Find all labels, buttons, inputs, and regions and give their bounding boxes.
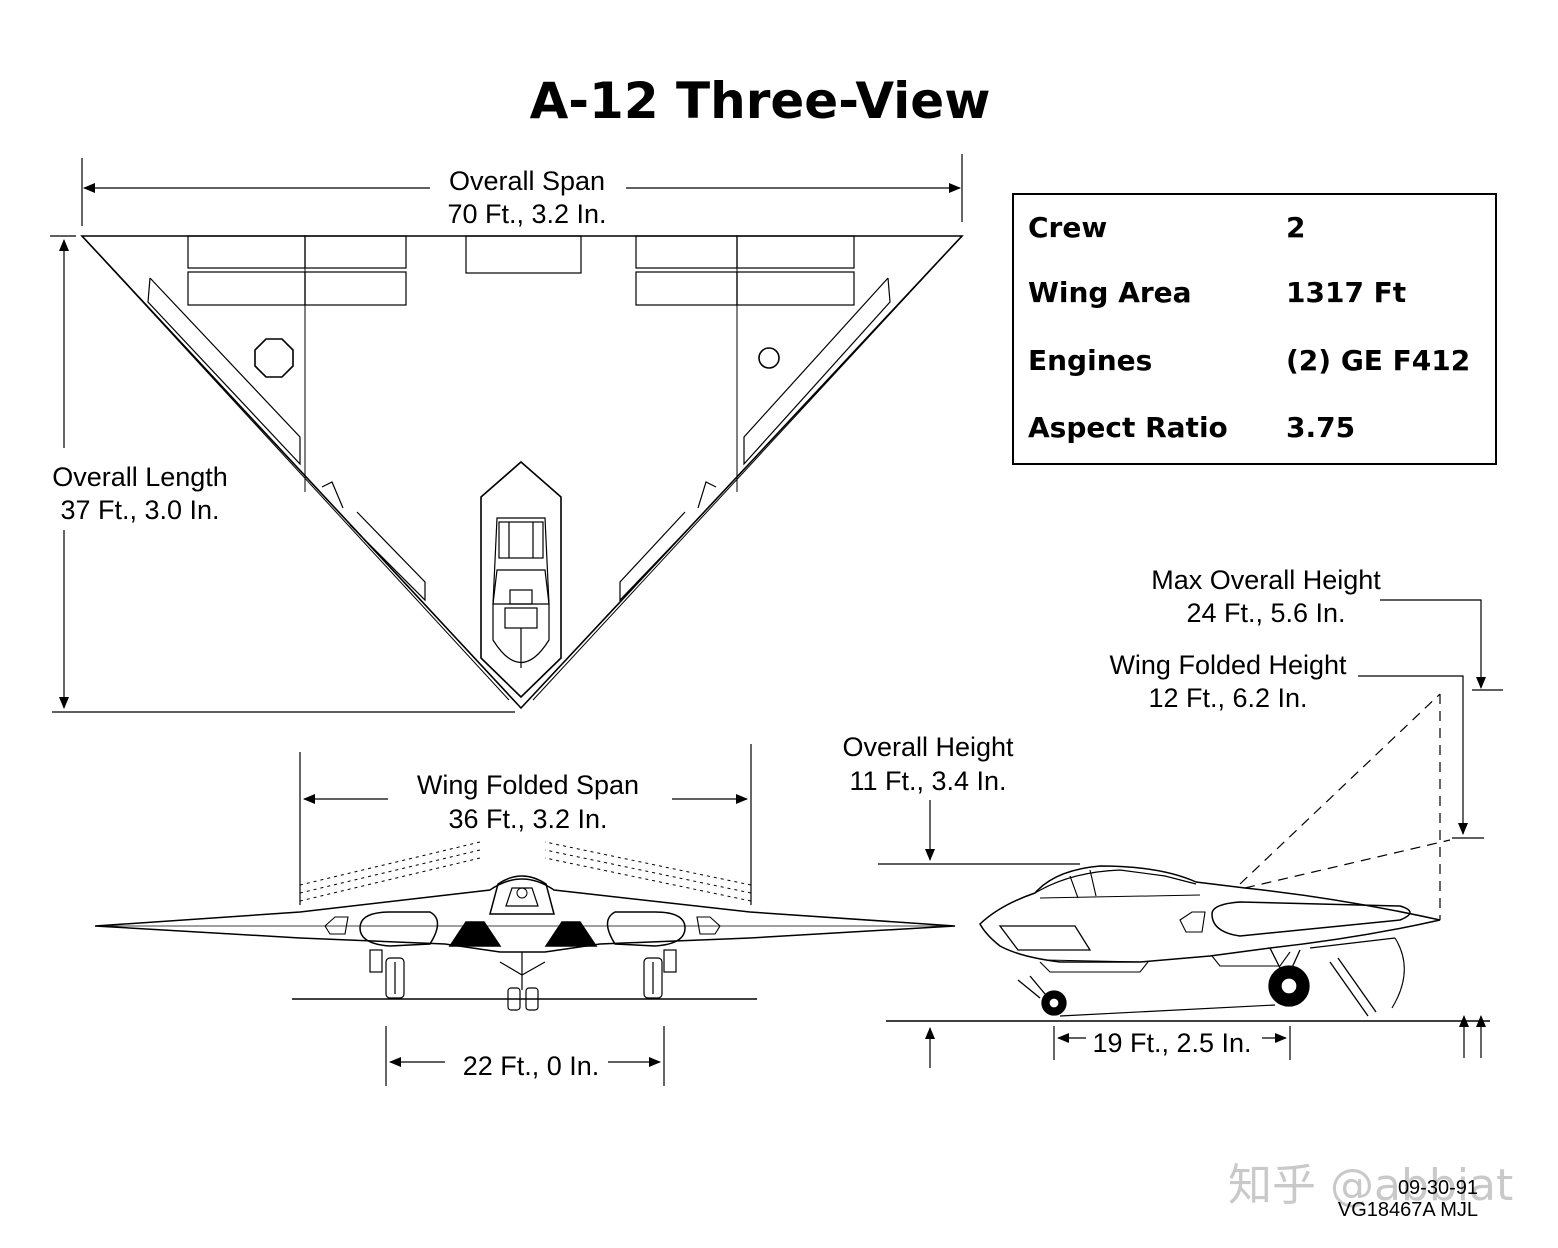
wing-folded-span-label: Wing Folded Span <box>417 770 639 800</box>
side-tail-hook <box>1309 937 1405 1017</box>
max-height-leader <box>1380 599 1486 689</box>
spec-value-engines: (2) GE F412 <box>1286 344 1470 377</box>
overall-span-label: Overall Span <box>449 166 605 196</box>
spec-label-wing-area: Wing Area <box>1028 276 1192 309</box>
front-engine-nacelle-right <box>606 911 686 947</box>
cockpit-outline <box>492 517 550 668</box>
wing-folded-height-value: 12 Ft., 6.2 In. <box>1148 683 1307 713</box>
intake-right <box>544 921 598 947</box>
drawing-title: A-12 Three-View <box>530 72 991 130</box>
side-folded-wing-outline <box>1239 693 1451 920</box>
overall-height-label: Overall Height <box>842 732 1014 762</box>
intake-left <box>448 921 502 947</box>
watermark: 知乎 @abbiat <box>1228 1160 1513 1211</box>
wing-folded-height-label: Wing Folded Height <box>1109 650 1347 680</box>
front-wing-outline <box>94 878 956 953</box>
track-value: 22 Ft., 0 In. <box>463 1051 600 1081</box>
octagon-marking <box>254 338 294 378</box>
planform-inner-edge-left <box>81 235 510 701</box>
front-landing-gear <box>369 949 677 1011</box>
planform-inner-edge-right <box>532 235 963 701</box>
trailing-edge-flaps <box>187 235 855 306</box>
spec-value-crew: 2 <box>1286 211 1305 244</box>
spec-value-aspect-ratio: 3.75 <box>1286 411 1355 444</box>
folded-wing-outline <box>299 841 752 902</box>
wing-folded-span-value: 36 Ft., 3.2 In. <box>448 804 607 834</box>
wheelbase-value: 19 Ft., 2.5 In. <box>1092 1028 1251 1058</box>
side-intake <box>998 925 1092 951</box>
drawing-code: VG18467A MJL <box>1338 1199 1478 1221</box>
leading-edge-slats <box>147 277 891 602</box>
side-engine-nacelle <box>1211 901 1411 937</box>
front-canopy <box>489 875 555 915</box>
spec-label-engines: Engines <box>1028 344 1152 377</box>
wing-folded-height-leader <box>1358 675 1468 835</box>
side-main-gear <box>1268 947 1310 1007</box>
spec-table <box>1012 193 1497 465</box>
fuselage-outline <box>480 460 562 699</box>
overall-height-value: 11 Ft., 3.4 In. <box>849 766 1006 796</box>
top-view <box>50 154 964 713</box>
front-engine-nacelle-left <box>359 911 439 947</box>
overall-length-label: Overall Length <box>52 462 228 492</box>
overall-length-value: 37 Ft., 3.0 In. <box>60 495 219 525</box>
max-overall-height-value: 24 Ft., 5.6 In. <box>1186 598 1345 628</box>
side-fuselage-outline <box>979 865 1441 963</box>
max-overall-height-label: Max Overall Height <box>1151 565 1381 595</box>
side-nose-gear <box>1017 975 1067 1016</box>
spec-label-crew: Crew <box>1028 211 1107 244</box>
spec-table-border <box>1012 193 1497 465</box>
spec-value-wing-area: 1317 Ft <box>1286 276 1406 309</box>
circle-marking <box>758 347 780 369</box>
side-view <box>878 599 1503 1068</box>
drawing-date: 09-30-91 <box>1398 1177 1478 1199</box>
front-view <box>94 744 956 1086</box>
spec-label-aspect-ratio: Aspect Ratio <box>1028 411 1228 444</box>
overall-span-value: 70 Ft., 3.2 In. <box>447 199 606 229</box>
